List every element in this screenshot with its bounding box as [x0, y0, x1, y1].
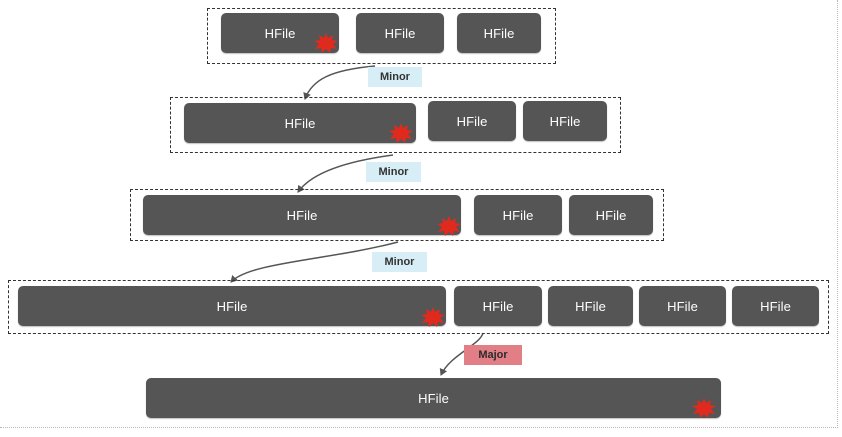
- splat-marker-icon: [389, 123, 413, 143]
- hfile-box: HFile: [146, 378, 721, 418]
- hfile-label: HFile: [667, 298, 698, 314]
- diagram-frame: [0, 0, 838, 428]
- level-2-group: [170, 97, 621, 153]
- arrow-minor-1: [303, 65, 376, 100]
- hfile-label: HFile: [760, 298, 791, 314]
- hfile-box: HFile: [548, 286, 633, 326]
- hfile-box: HFile: [523, 101, 607, 141]
- hfile-box: HFile: [569, 195, 653, 235]
- level-1-group: [207, 8, 556, 64]
- hfile-label: HFile: [482, 298, 514, 314]
- arrow-minor-3: [230, 241, 399, 283]
- hfile-box: HFile: [639, 286, 726, 326]
- hfile-box: HFile: [184, 103, 416, 143]
- minor-merge-label: Minor: [368, 67, 422, 87]
- hfile-box: HFile: [454, 286, 542, 326]
- hfile-label: HFile: [483, 25, 515, 41]
- splat-marker-icon: [692, 398, 716, 418]
- hfile-label: HFile: [286, 207, 318, 223]
- hfile-box: HFile: [457, 13, 541, 53]
- minor-merge-label: Minor: [372, 252, 427, 272]
- hfile-box: HFile: [18, 286, 446, 326]
- splat-marker-icon: [314, 33, 338, 53]
- hfile-label: HFile: [418, 390, 449, 406]
- arrow-minor-2: [297, 154, 394, 193]
- minor-merge-label: Minor: [366, 162, 421, 182]
- hfile-box: HFile: [732, 286, 819, 326]
- hfile-label: HFile: [575, 298, 606, 314]
- splat-marker-icon: [421, 307, 445, 327]
- hfile-label: HFile: [595, 207, 627, 223]
- splat-marker-icon: [437, 216, 461, 236]
- hfile-label: HFile: [216, 298, 248, 314]
- hfile-label: HFile: [384, 25, 416, 41]
- hfile-box: HFile: [143, 195, 461, 235]
- hfile-label: HFile: [284, 115, 316, 131]
- hfile-box: HFile: [474, 195, 562, 235]
- major-merge-label: Major: [464, 345, 522, 365]
- hfile-box: HFile: [428, 101, 516, 141]
- hfile-box: HFile: [356, 13, 444, 53]
- level-3-group: [130, 189, 664, 241]
- hfile-label: HFile: [502, 207, 534, 223]
- hfile-label: HFile: [549, 113, 581, 129]
- hfile-label: HFile: [456, 113, 488, 129]
- hfile-label: HFile: [264, 25, 296, 41]
- level-4-group: [8, 280, 829, 334]
